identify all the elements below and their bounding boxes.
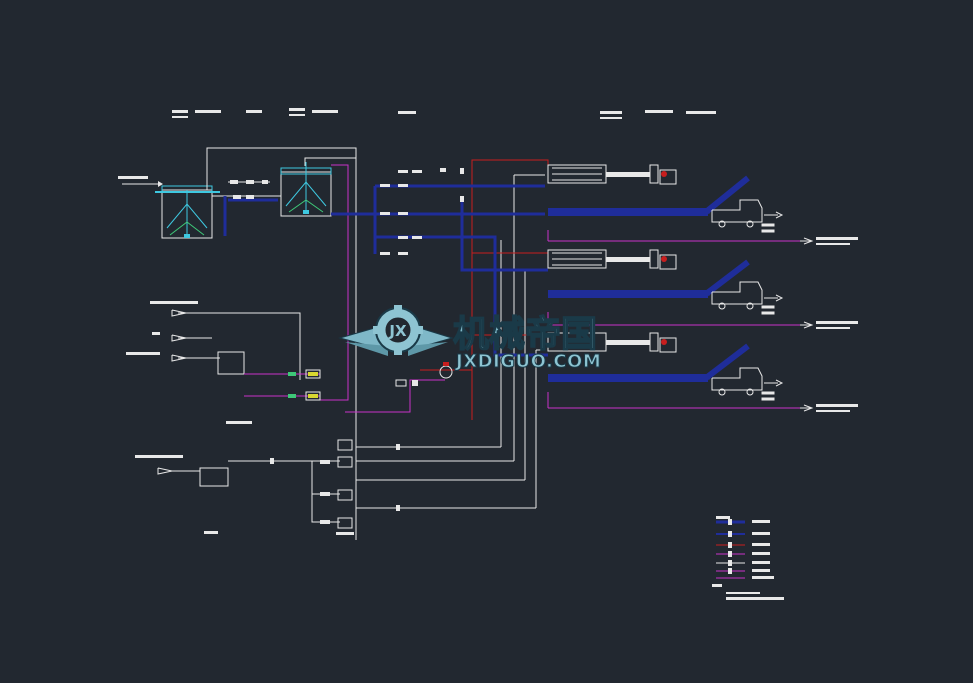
dosing-pumps bbox=[288, 369, 354, 535]
filter-press-1 bbox=[547, 164, 750, 216]
valve-symbols bbox=[230, 168, 464, 511]
header-label-2 bbox=[246, 110, 262, 113]
header-label-5 bbox=[600, 111, 622, 114]
watermark: JX 机械帝国 JXDIGUO.COM bbox=[338, 305, 601, 373]
thickener-tank-1 bbox=[155, 185, 220, 239]
header-label-7 bbox=[686, 111, 716, 114]
header-label-4 bbox=[398, 111, 416, 114]
legend bbox=[712, 516, 784, 600]
truck-1 bbox=[711, 199, 784, 233]
filter-press-2 bbox=[547, 249, 750, 298]
inlet-arrow-1 bbox=[118, 176, 163, 187]
red-pipes bbox=[420, 159, 549, 420]
dosing-labels bbox=[126, 301, 252, 534]
outlet-arrows bbox=[800, 237, 858, 412]
watermark-title-cn: 机械帝国 bbox=[453, 314, 597, 355]
watermark-logo-letters: JX bbox=[388, 322, 407, 340]
thickener-tank-2 bbox=[280, 162, 332, 217]
header-labels bbox=[172, 108, 716, 119]
dosing-inlet-arrows bbox=[157, 309, 200, 475]
header-label-1 bbox=[172, 110, 188, 113]
truck-3 bbox=[711, 367, 784, 401]
header-label-3 bbox=[289, 108, 305, 111]
filter-press-3 bbox=[547, 332, 750, 382]
truck-2 bbox=[711, 281, 784, 315]
centre-pump bbox=[395, 362, 453, 387]
header-label-6 bbox=[645, 110, 673, 113]
magenta-pipes bbox=[244, 164, 800, 413]
watermark-title-en: JXDIGUO.COM bbox=[454, 351, 601, 372]
